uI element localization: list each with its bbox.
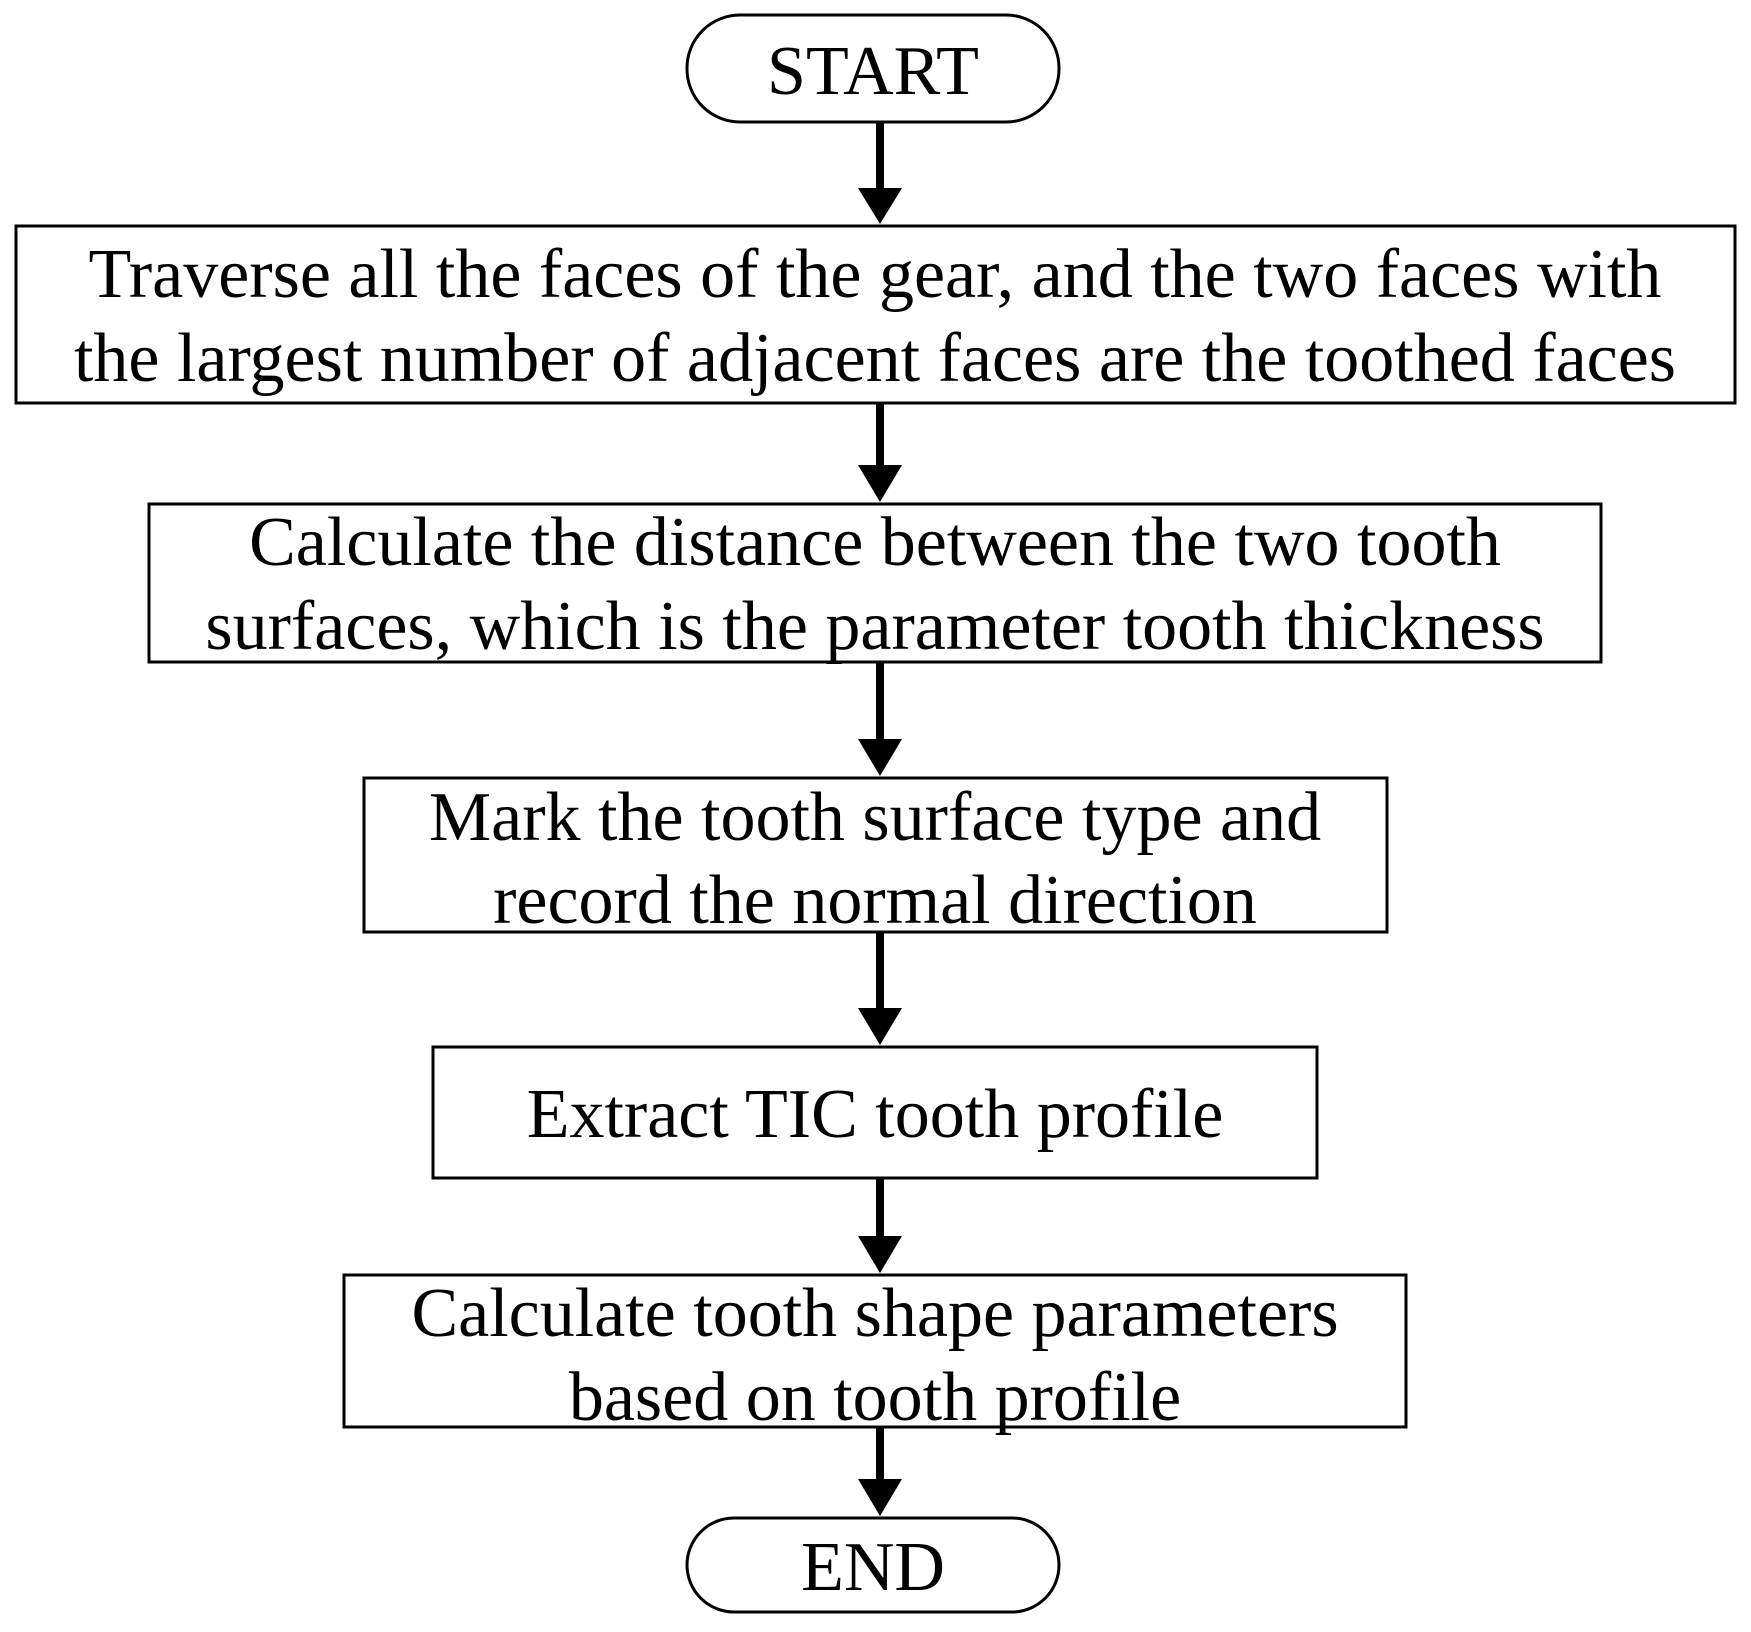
- arrow-step-1-to-step-2: [858, 403, 902, 502]
- end-label: END: [801, 1529, 945, 1606]
- step-2-line-1: Calculate the distance between the two t…: [249, 504, 1501, 581]
- process-step-5: Calculate tooth shape parameters based o…: [342, 1273, 1408, 1436]
- connectors: [858, 122, 902, 1516]
- step-1-line-1: Traverse all the faces of the gear, and …: [89, 236, 1662, 313]
- step-4-line-1: Extract TIC tooth profile: [527, 1076, 1224, 1153]
- step-5-line-2: based on tooth profile: [569, 1359, 1181, 1436]
- arrow-step-4-to-step-5: [858, 1178, 902, 1273]
- start-terminal: START: [685, 13, 1061, 124]
- process-step-3: Mark the tooth surface type and record t…: [362, 776, 1389, 939]
- arrow-start-to-step-1: [858, 122, 902, 224]
- step-5-line-1: Calculate tooth shape parameters: [411, 1275, 1338, 1352]
- process-step-2: Calculate the distance between the two t…: [147, 502, 1603, 665]
- process-step-4: Extract TIC tooth profile: [431, 1045, 1319, 1180]
- end-terminal: END: [685, 1516, 1061, 1614]
- step-3-line-2: record the normal direction: [493, 862, 1257, 939]
- start-label: START: [767, 33, 979, 110]
- process-step-1: Traverse all the faces of the gear, and …: [14, 224, 1737, 405]
- step-1-line-2: the largest number of adjacent faces are…: [74, 320, 1676, 397]
- step-2-line-2: surfaces, which is the parameter tooth t…: [205, 588, 1544, 665]
- arrow-step-2-to-step-3: [858, 662, 902, 776]
- step-3-line-1: Mark the tooth surface type and: [429, 779, 1321, 856]
- arrow-step-5-to-end: [858, 1427, 902, 1516]
- arrow-step-3-to-step-4: [858, 932, 902, 1045]
